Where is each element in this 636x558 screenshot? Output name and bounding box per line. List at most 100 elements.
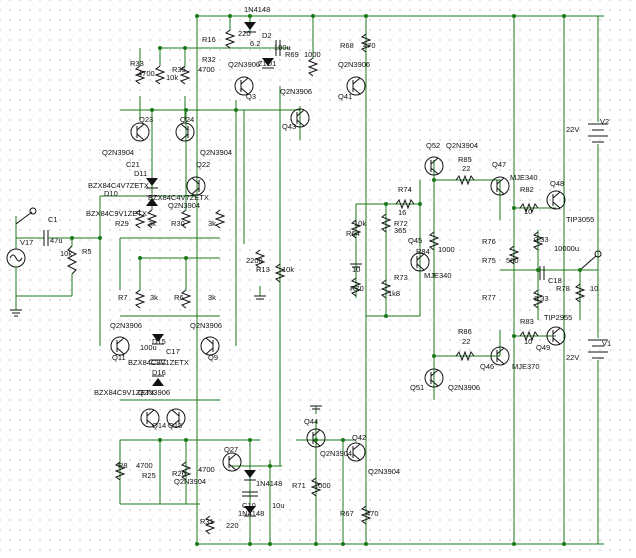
label-r76: R76: [482, 237, 496, 246]
label-q51: Q51: [410, 383, 424, 392]
label-r35: R35: [172, 65, 186, 74]
label-q15: Q15: [168, 421, 182, 430]
label-bzx2: BZX84C4V7ZETX: [148, 193, 209, 202]
transistor-q11: [110, 336, 130, 356]
label-1n4148b: 1N4148: [238, 509, 264, 518]
transistor-q42: [346, 442, 366, 462]
label-q2n3904a: Q2N3904: [102, 148, 134, 157]
label-r73v: 1k8: [388, 289, 400, 298]
label-mje340a: MJE340: [510, 173, 538, 182]
label-r72v: 365: [394, 226, 407, 235]
label-bzx5: BZX84C9V1ZETX: [94, 388, 155, 397]
label-r71: R71: [292, 481, 306, 490]
transistor-q45: [410, 252, 430, 272]
label-r30: R30: [171, 219, 185, 228]
label-r16: R16: [202, 35, 216, 44]
label-r71v: 1000: [314, 481, 331, 490]
label-r5: R5: [82, 247, 92, 256]
label-r77: R77: [482, 293, 496, 302]
label-c17: C17: [166, 347, 180, 356]
label-v1v: 22V: [566, 353, 579, 362]
label-q52: Q52: [426, 141, 440, 150]
transistor-q23: [130, 122, 150, 142]
label-c10v: 10u: [272, 501, 285, 510]
label-q2n3906c: Q2N3906: [280, 87, 312, 96]
label-r74: R74: [398, 185, 412, 194]
resistor-zigzags: [114, 29, 586, 535]
transistor-q22: [186, 176, 206, 196]
label-c18: C18: [548, 276, 562, 285]
label-r82v: 10: [524, 207, 532, 216]
junction-dots: [70, 14, 582, 546]
label-q2n3904e: Q2N3904: [368, 467, 400, 476]
label-r84: R84: [416, 247, 430, 256]
transistor-q51: [424, 368, 444, 388]
transistor-q46: [490, 346, 510, 366]
transistor-q3: [234, 76, 254, 96]
label-r7: R7: [118, 293, 128, 302]
label-r16v2: 6.2: [250, 39, 260, 48]
label-c1a: 100u: [274, 43, 291, 52]
label-d16: D16: [152, 368, 166, 377]
label-r33: R33: [130, 59, 144, 68]
label-r78v: 10: [590, 284, 598, 293]
label-q2n3904d: Q2N3904: [320, 449, 352, 458]
label-c1val: 47u: [50, 236, 63, 245]
label-r76v: 0.33: [534, 235, 549, 244]
label-r29v: 3k: [148, 219, 156, 228]
label-q22: Q22: [196, 160, 210, 169]
label-d15: D15: [152, 337, 166, 346]
label-r84v: 1000: [438, 245, 455, 254]
label-q41: Q41: [338, 92, 352, 101]
transistor-q15: [166, 408, 186, 428]
label-q2n3906a: Q2N3906: [228, 60, 260, 69]
label-bzx3: BZX84C9V1ZETX: [86, 209, 147, 218]
label-mje340b: MJE340: [424, 271, 452, 280]
label-q2n3904c: Q2N3904: [446, 141, 478, 150]
label-r64: R64: [346, 229, 360, 238]
label-r86v: 22: [462, 337, 470, 346]
label-r85v: 22: [462, 164, 470, 173]
label-q9: Q9: [208, 353, 218, 362]
transistor-q14: [140, 408, 160, 428]
label-d10: D10: [104, 189, 118, 198]
label-r68: R68: [340, 41, 354, 50]
diodes: [146, 22, 274, 517]
capacitors: [150, 40, 545, 497]
label-r7v: 3k: [150, 293, 158, 302]
label-q46: Q46: [480, 362, 494, 371]
transistor-q43: [290, 108, 310, 128]
transistor-q9: [200, 336, 220, 356]
label-q44: Q44: [304, 417, 318, 426]
label-r83: R83: [520, 317, 534, 326]
label-d11: D11: [134, 169, 147, 178]
transistor-q27: [222, 452, 242, 472]
label-r70: R70: [350, 284, 364, 293]
label-tip3055: TIP3055: [566, 215, 594, 224]
label-r35v: 10k: [166, 73, 178, 82]
label-r75v: 560: [506, 256, 519, 265]
battery-v2: [588, 16, 608, 338]
label-q47: Q47: [492, 160, 506, 169]
ground-icon: [10, 300, 22, 317]
label-q2n3906f: Q2N3906: [448, 383, 480, 392]
top-rail: [196, 15, 604, 544]
label-1n4148: 1N4148: [244, 5, 270, 14]
label-r72: R72: [394, 219, 408, 228]
label-r64v: 10k: [354, 219, 366, 228]
label-c1v: 10000u: [554, 244, 579, 253]
label-q27: Q27: [224, 445, 238, 454]
transistor-q24: [175, 122, 195, 142]
label-r8: R8: [118, 461, 128, 470]
label-q2n3904b: Q2N3904: [200, 148, 232, 157]
label-c1: C1: [48, 215, 58, 224]
label-r82: R82: [520, 185, 534, 194]
ground-icons: [254, 263, 362, 414]
label-v17: V17: [20, 238, 33, 247]
label-q24: Q24: [180, 115, 194, 124]
label-q42: Q42: [352, 433, 366, 442]
label-r2200: 2200: [246, 256, 263, 265]
probe-icon: [15, 207, 37, 225]
label-r67v: 470: [366, 509, 379, 518]
